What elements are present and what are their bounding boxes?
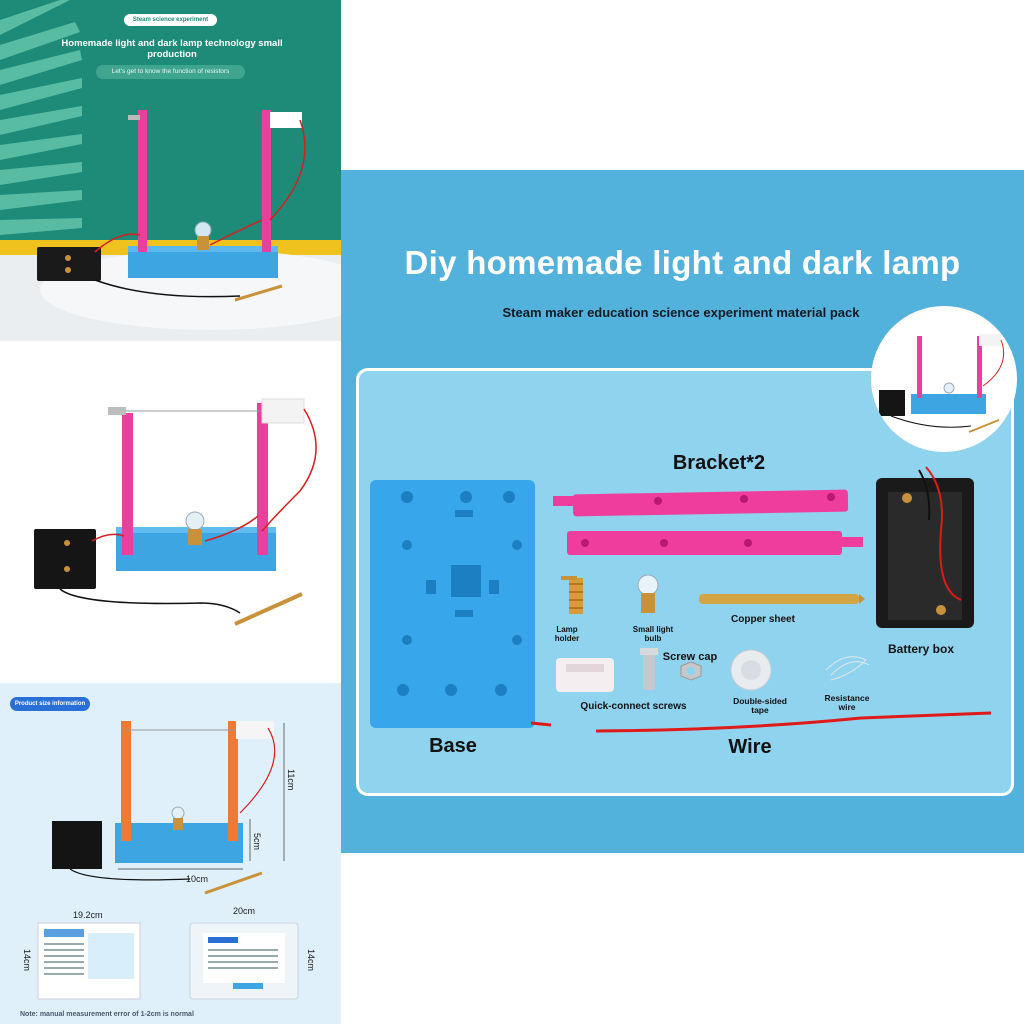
card-width-label: 19.2cm	[73, 910, 103, 920]
width-10-label: 10cm	[186, 874, 209, 884]
size-info-badge: Product size information	[10, 697, 90, 711]
product-photo-white	[0, 341, 341, 683]
label-tape: Double-sided tape	[733, 696, 787, 715]
label-lamp-holder: Lamp holder	[554, 625, 580, 643]
bag-height-label: 14cm	[306, 949, 316, 972]
label-copper-sheet: Copper sheet	[731, 614, 795, 625]
bag-width-label: 20cm	[233, 906, 256, 916]
thumbnail-lamp	[879, 334, 1005, 433]
measurement-note: Note: manual measurement error of 1-2cm …	[20, 1011, 194, 1018]
size-diagram	[37, 721, 299, 1000]
label-quick-connect: Quick-connect screws	[580, 701, 687, 712]
scene-illustration	[0, 0, 341, 341]
main-title: Diy homemade light and dark lamp	[404, 244, 961, 281]
experiment-pill: Steam science experiment	[124, 14, 217, 26]
base-part	[370, 480, 535, 728]
kit-contents-panel: Diy homemade light and dark lamp Steam m…	[341, 170, 1024, 853]
copper-sheet-part	[699, 594, 865, 604]
card-height-label: 14cm	[22, 949, 32, 972]
label-small-bulb: Small light bulb	[632, 625, 674, 643]
panel1-subtitle: Let's get to know the function of resist…	[96, 65, 245, 79]
height-5-label: 5cm	[252, 833, 262, 851]
screw-part	[640, 648, 702, 690]
wire-part	[530, 711, 992, 733]
lamp-holder-part	[561, 576, 583, 614]
tape-part	[730, 649, 772, 691]
label-battery-box: Battery box	[887, 642, 955, 656]
assembled-thumbnail	[871, 306, 1017, 452]
height-11-label: 11cm	[286, 769, 296, 791]
label-bracket: Bracket*2	[672, 452, 766, 474]
product-photo-teal: Steam science experiment Homemade light …	[0, 0, 341, 341]
resistance-wire-part	[825, 656, 870, 681]
small-bulb-part	[637, 574, 659, 613]
label-base: Base	[429, 735, 477, 757]
bracket-parts	[553, 489, 863, 555]
label-screw-cap: Screw cap	[662, 651, 718, 663]
battery-box-part	[876, 466, 974, 628]
main-subtitle: Steam maker education science experiment…	[502, 305, 860, 320]
label-wire: Wire	[728, 736, 772, 758]
label-resistance-wire: Resistance wire	[824, 693, 870, 712]
assembled-lamp	[34, 398, 317, 626]
parts-illustration	[370, 466, 992, 733]
panel1-title: Homemade light and dark lamp technology …	[61, 38, 283, 60]
size-info-panel: 11cm 5cm 10cm 19.2cm 14cm 20cm 14cm	[0, 683, 341, 1024]
quick-connect-part	[556, 658, 614, 692]
